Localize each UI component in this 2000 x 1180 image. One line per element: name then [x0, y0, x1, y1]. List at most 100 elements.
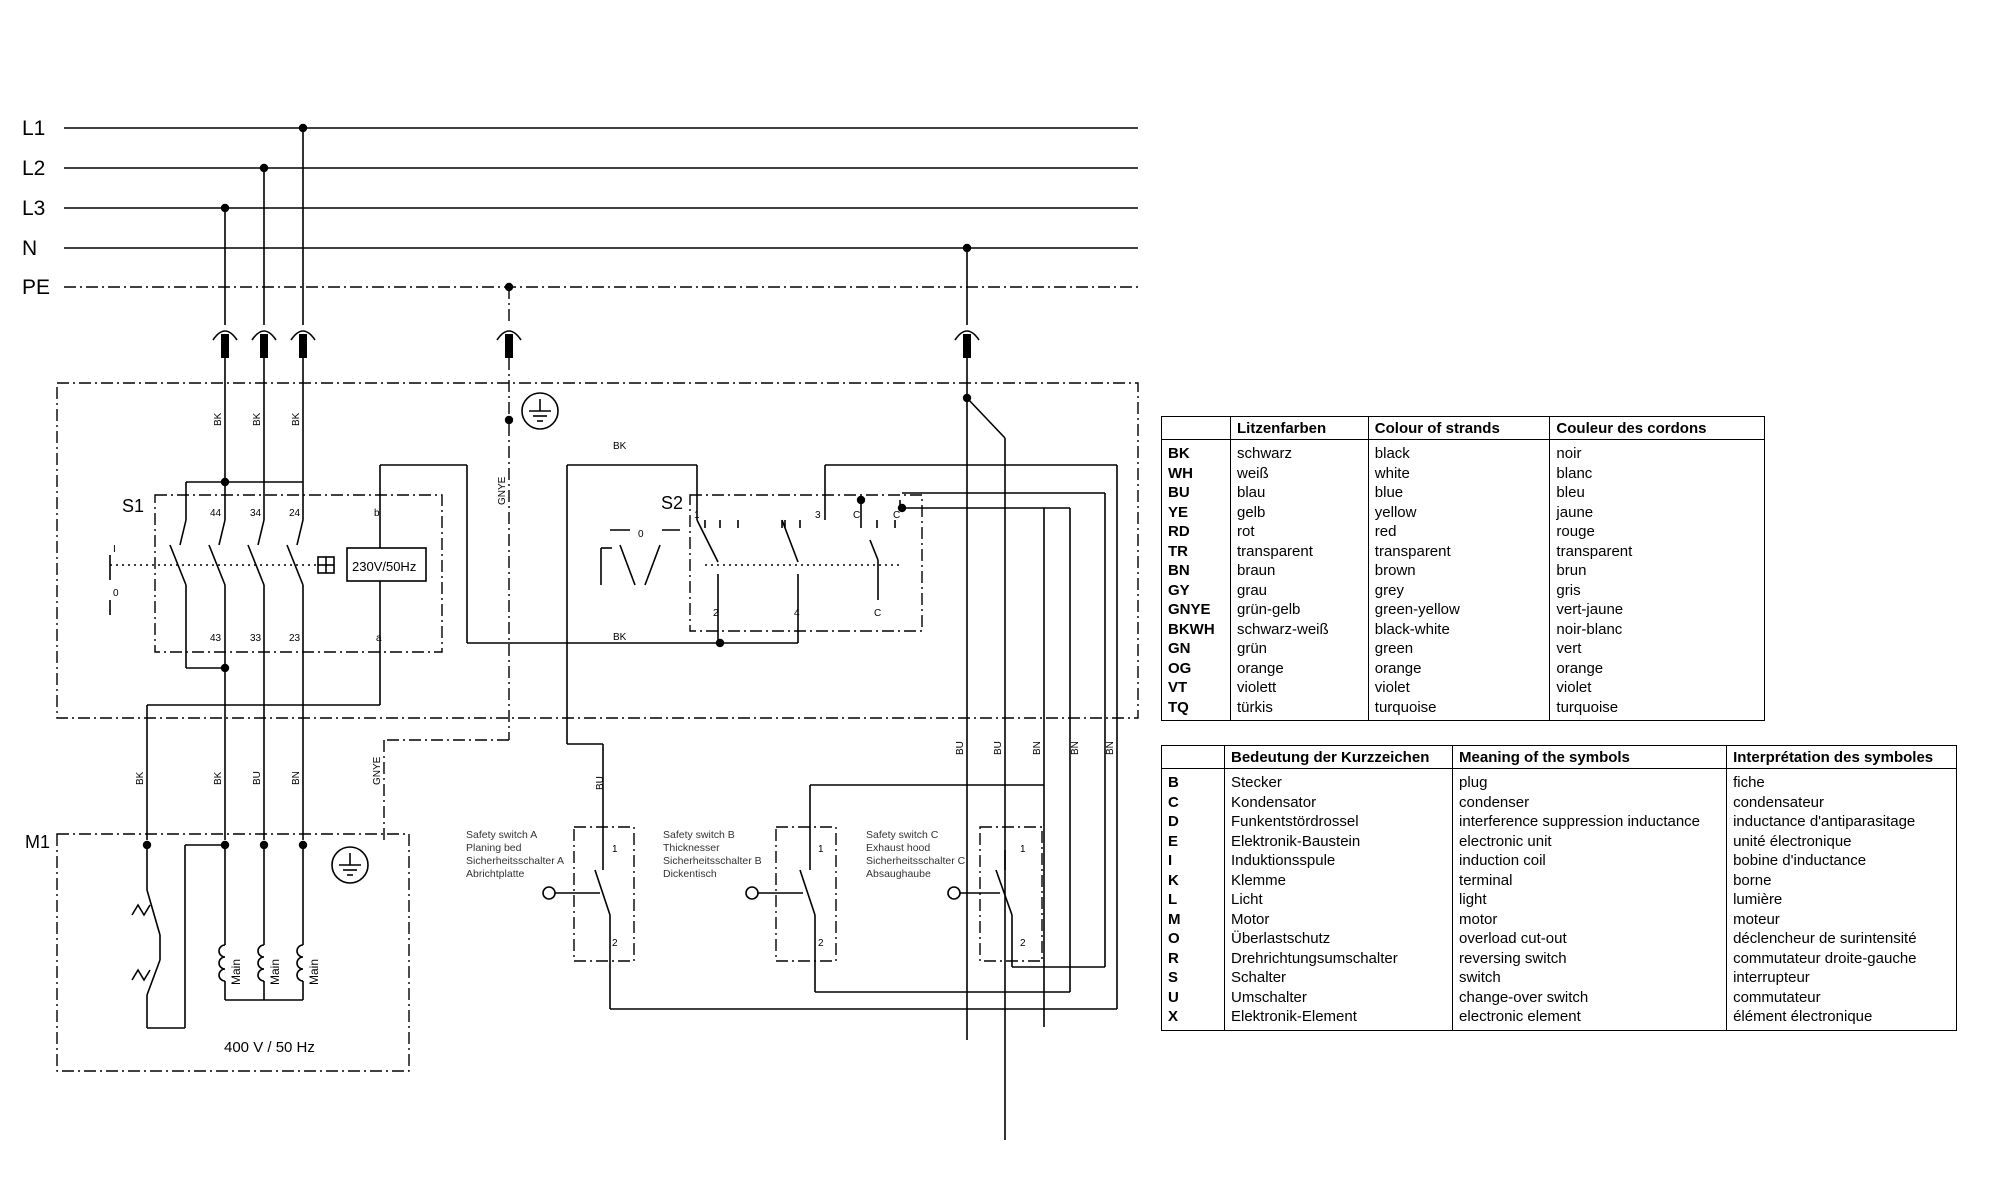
wire-label-bk: BK: [291, 412, 302, 426]
symbol-table-cell: B: [1161, 768, 1225, 793]
winding-label: Main: [229, 959, 243, 985]
colour-table-cell: vert-jaune: [1549, 600, 1765, 620]
symbol-table-cell: motor: [1452, 909, 1727, 929]
symbol-table-cell: condenser: [1452, 792, 1727, 812]
colour-table-cell: VT: [1161, 678, 1231, 698]
symbol-table-cell: S: [1161, 968, 1225, 988]
symbol-table-cell: commutateur droite-gauche: [1726, 948, 1957, 968]
wire-label-bu: BU: [595, 776, 606, 790]
motor-m1: M1 Main Main Main 400 V / 50 Hz: [25, 832, 410, 1072]
s1-terminal-a: a: [376, 633, 382, 644]
symbol-table-cell: E: [1161, 831, 1225, 851]
earth-icon: [521, 392, 559, 430]
colour-table-cell: orange: [1230, 658, 1369, 678]
colour-header-en: Colour of strands: [1367, 416, 1551, 440]
colour-table-cell: violet: [1549, 678, 1765, 698]
colour-table-cell: BK: [1161, 439, 1231, 464]
sa-terminal-1: 1: [612, 844, 618, 855]
s2-terminal-c2: C: [893, 510, 900, 521]
colour-table-cell: bleu: [1549, 483, 1765, 503]
colour-table-cell: vert: [1549, 639, 1765, 659]
symbol-table-header-row: Bedeutung der Kurzzeichen Meaning of the…: [1161, 745, 1957, 769]
symbol-table-cell: Klemme: [1223, 870, 1453, 890]
s2-terminal-1: 1: [694, 510, 700, 521]
colour-table-header-row: Litzenfarben Colour of strands Couleur d…: [1161, 416, 1765, 440]
colour-table-cell: brown: [1367, 561, 1550, 581]
s1-on-label: I: [113, 544, 116, 555]
colour-table-cell: WH: [1161, 463, 1231, 483]
s1-terminal-24: 24: [289, 508, 301, 519]
symbol-table-cell: Schalter: [1223, 968, 1453, 988]
symbol-table-cell: Induktionsspule: [1223, 851, 1453, 871]
safety-switch-a: 1 2 Safety switch A Planing bed Sicherhe…: [466, 743, 1117, 1010]
colour-table-cell: transparent: [1230, 541, 1369, 561]
sa-terminal-2: 2: [612, 938, 618, 949]
bus-label-n: N: [22, 237, 37, 260]
symbol-table-cell: Stecker: [1223, 768, 1453, 793]
symbol-table-cell: Elektronik-Baustein: [1223, 831, 1453, 851]
bus-label-l1: L1: [22, 117, 45, 140]
s2-label: S2: [661, 493, 683, 513]
colour-table-cell: RD: [1161, 522, 1231, 542]
wire-label-bk: BK: [213, 412, 224, 426]
colour-table-cell: grün-gelb: [1230, 600, 1369, 620]
sc-terminal-2: 2: [1020, 938, 1026, 949]
symbol-table-cell: electronic unit: [1452, 831, 1727, 851]
s2-lever-label: 0: [638, 529, 644, 540]
wire-label-bn: BN: [1070, 741, 1081, 755]
colour-header-code: [1161, 416, 1231, 440]
s2-terminal-4: 4: [794, 608, 800, 619]
symbol-table-cell: interference suppression inductance: [1452, 812, 1727, 832]
symbol-table-cell: Überlastschutz: [1223, 929, 1453, 949]
switch-s2: S2 BK BK: [566, 397, 1118, 1140]
symbol-table-cell: Umschalter: [1223, 987, 1453, 1007]
colour-table-cell: schwarz: [1230, 439, 1369, 464]
symbol-header-de: Bedeutung der Kurzzeichen: [1223, 745, 1454, 769]
s1-label: S1: [122, 496, 144, 516]
symbol-table-cell: light: [1452, 890, 1727, 910]
safety-b-line1: Safety switch B: [663, 829, 735, 841]
colour-table-cell: GY: [1161, 580, 1231, 600]
colour-table-cell: grün: [1230, 639, 1369, 659]
symbol-header-fr: Interprétation des symboles: [1726, 745, 1957, 769]
colour-legend-table: Litzenfarben Colour of strands Couleur d…: [1161, 416, 1765, 721]
symbol-table-cell: lumière: [1726, 890, 1957, 910]
safety-b-line4: Dickentisch: [663, 868, 717, 880]
s1-terminal-b: b: [374, 508, 380, 519]
colour-table-cell: türkis: [1230, 697, 1369, 721]
winding-label: Main: [268, 959, 282, 985]
colour-table-cell: grau: [1230, 580, 1369, 600]
symbol-table-cell: terminal: [1452, 870, 1727, 890]
motor-feeder: BK BK BU BN GNYE BU BU BN BN BN BU: [135, 508, 1116, 1027]
safety-switch-b: 1 2 Safety switch B Thicknesser Sicherhe…: [663, 784, 1070, 993]
colour-table-cell: orange: [1549, 658, 1765, 678]
colour-table-cell: violet: [1367, 678, 1550, 698]
colour-table-cell: rouge: [1549, 522, 1765, 542]
colour-table-cell: orange: [1367, 658, 1550, 678]
colour-table-cell: green-yellow: [1367, 600, 1550, 620]
symbol-table-cell: fiche: [1726, 768, 1957, 793]
symbol-table-cell: L: [1161, 890, 1225, 910]
colour-table-cell: BN: [1161, 561, 1231, 581]
colour-table-cell: transparent: [1549, 541, 1765, 561]
symbol-table-cell: K: [1161, 870, 1225, 890]
bus-label-l3: L3: [22, 197, 45, 220]
wire-label-bk: BK: [613, 632, 627, 643]
wire-label-bn: BN: [1105, 741, 1116, 755]
symbol-table-cell: reversing switch: [1452, 948, 1727, 968]
safety-a-line4: Abrichtplatte: [466, 868, 525, 880]
wire-label-bn: BN: [1032, 741, 1043, 755]
s2-terminal-c1: C: [853, 510, 860, 521]
